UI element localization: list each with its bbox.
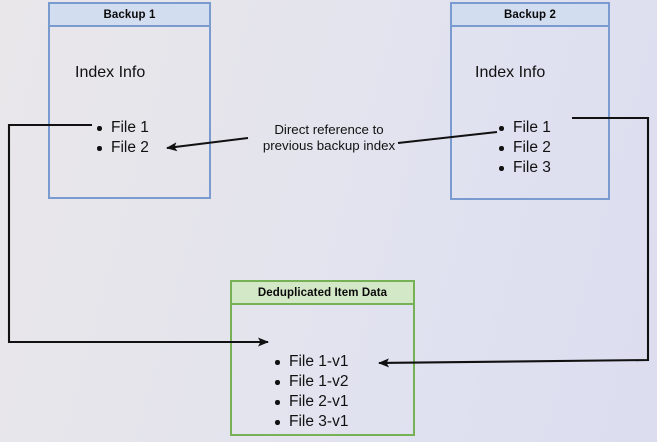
deduplicated-item-data-box: Deduplicated Item Data File 1-v1 File 1-… <box>230 280 415 436</box>
backup-1-index-title: Index Info <box>75 64 146 81</box>
annotation-line-2: previous backup index <box>262 138 396 153</box>
direct-reference-annotation: Direct reference to previous backup inde… <box>248 122 410 154</box>
list-item: File 2 <box>498 138 551 158</box>
backup-2-file-list: File 1 File 2 File 3 <box>498 118 551 178</box>
list-item: File 1-v1 <box>274 352 348 372</box>
backup-2-header: Backup 2 <box>452 4 608 27</box>
annotation-line-1: Direct reference to <box>274 122 384 137</box>
list-item: File 3 <box>498 158 551 178</box>
list-item: File 3-v1 <box>274 412 348 432</box>
list-item: File 2-v1 <box>274 392 348 412</box>
backup-2-box: Backup 2 Index Info File 1 File 2 File 3 <box>450 2 610 200</box>
backup-1-body: Index Info File 1 File 2 <box>50 27 209 197</box>
dedup-item-list: File 1-v1 File 1-v2 File 2-v1 File 3-v1 <box>274 352 348 432</box>
backup-2-index-title: Index Info <box>475 64 546 81</box>
list-item: File 1-v2 <box>274 372 348 392</box>
backup-2-body: Index Info File 1 File 2 File 3 <box>452 27 608 198</box>
list-item: File 1 <box>96 118 149 138</box>
list-item: File 2 <box>96 138 149 158</box>
backup-1-box: Backup 1 Index Info File 1 File 2 <box>48 2 211 199</box>
deduplicated-item-data-header: Deduplicated Item Data <box>232 282 413 305</box>
backup-1-header: Backup 1 <box>50 4 209 27</box>
deduplicated-item-data-body: File 1-v1 File 1-v2 File 2-v1 File 3-v1 <box>232 305 413 434</box>
list-item: File 1 <box>498 118 551 138</box>
backup-1-file-list: File 1 File 2 <box>96 118 149 158</box>
